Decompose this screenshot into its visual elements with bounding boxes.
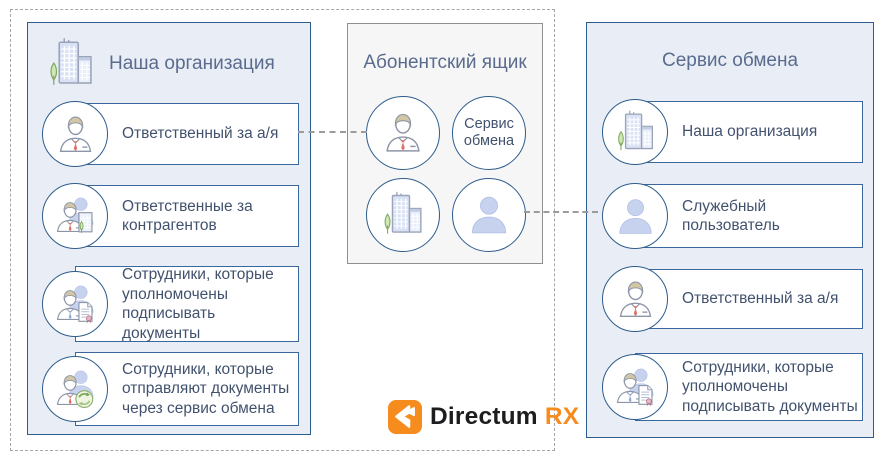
item-employees-sign-documents: Сотрудники, которые уполномочены подписы… <box>602 353 863 421</box>
panel-title: Абонентский ящик <box>363 52 527 73</box>
company-boundary-dashed-frame <box>10 9 555 451</box>
item-label: Ответственный за а/я <box>122 125 279 143</box>
panel-title: Сервис обмена <box>661 50 799 71</box>
logo-wordmark: Directum <box>430 403 538 430</box>
item-label: Ответственный за а/я <box>682 290 839 308</box>
directum-logo-icon <box>388 400 422 434</box>
item-responsible-for-mailbox: Ответственный за а/я <box>42 101 299 167</box>
item-label-box: Ответственный за а/я <box>635 269 863 329</box>
organization-buildings-icon <box>42 35 100 93</box>
people-sign-document-icon <box>51 280 100 329</box>
item-service-user: Служебный пользователь <box>602 183 863 249</box>
logo-suffix: RX <box>544 403 580 430</box>
item-label: Сотрудники, которые уполномочены подписы… <box>122 266 274 342</box>
item-responsible-for-counterparties: Ответственные за контрагентов <box>42 183 299 249</box>
item-label-box: Сотрудники, которые отправляют документы… <box>75 352 299 426</box>
manager-person-icon <box>377 107 429 159</box>
organization-buildings-icon <box>377 189 429 241</box>
people-sign-document-icon <box>611 363 660 412</box>
item-label: Наша организация <box>682 123 818 141</box>
item-icon-circle <box>42 183 108 249</box>
item-icon-circle <box>42 101 108 167</box>
panel-title: Наша организация <box>109 53 275 74</box>
mailbox-person-circle <box>366 96 440 170</box>
people-exchange-icon <box>51 365 100 414</box>
service-user-silhouette-icon <box>611 192 660 241</box>
item-label: Сотрудники, которые отправляют документы… <box>122 360 290 417</box>
item-label: Ответственные за контрагентов <box>122 197 253 235</box>
item-label-box: Ответственные за контрагентов <box>75 185 299 247</box>
logo-text: Directum RX <box>430 403 579 431</box>
panel-exchange-service: Сервис обмена Наша организация Служебный… <box>586 22 874 438</box>
panel-our-organization: Наша организация Ответственный за а/я От… <box>27 22 311 435</box>
item-icon-circle <box>602 99 668 165</box>
item-employees-send-documents: Сотрудники, которые отправляют документы… <box>42 352 299 426</box>
mailbox-organization-circle <box>366 178 440 252</box>
manager-person-icon <box>611 275 660 324</box>
item-icon-circle <box>602 354 668 420</box>
directum-chevrons-icon <box>390 402 420 432</box>
item-label: Служебный пользователь <box>682 197 780 235</box>
our-organization-header: Наша организация <box>42 35 275 93</box>
directum-rx-logo: Directum RX <box>388 400 579 434</box>
item-label-box: Сотрудники, которые уполномочены подписы… <box>635 353 863 421</box>
item-label-box: Ответственный за а/я <box>75 103 299 165</box>
connector-service-user <box>524 211 598 213</box>
circle-label: Сервис обмена <box>463 115 515 150</box>
organization-buildings-icon <box>611 108 660 157</box>
manager-person-icon <box>51 110 100 159</box>
item-label-box: Сотрудники, которые уполномочены подписы… <box>75 266 299 342</box>
item-label-box: Наша организация <box>635 101 863 163</box>
mailbox-user-circle <box>452 178 526 252</box>
item-our-organization: Наша организация <box>602 99 863 165</box>
item-responsible-for-mailbox: Ответственный за а/я <box>602 266 863 332</box>
panel-mailbox: Абонентский ящик Сервис обмена <box>347 23 543 264</box>
connector-mailbox-owner <box>298 131 367 133</box>
item-icon-circle <box>602 266 668 332</box>
mailbox-exchange-service-circle: Сервис обмена <box>452 96 526 170</box>
item-label: Сотрудники, которые уполномочены подписы… <box>682 358 858 415</box>
service-user-silhouette-icon <box>463 189 515 241</box>
item-label-box: Служебный пользователь <box>635 184 863 248</box>
item-icon-circle <box>42 271 108 337</box>
item-icon-circle <box>602 183 668 249</box>
people-counterparty-icon <box>51 192 100 241</box>
item-employees-sign-documents: Сотрудники, которые уполномочены подписы… <box>42 266 299 342</box>
item-icon-circle <box>42 356 108 422</box>
